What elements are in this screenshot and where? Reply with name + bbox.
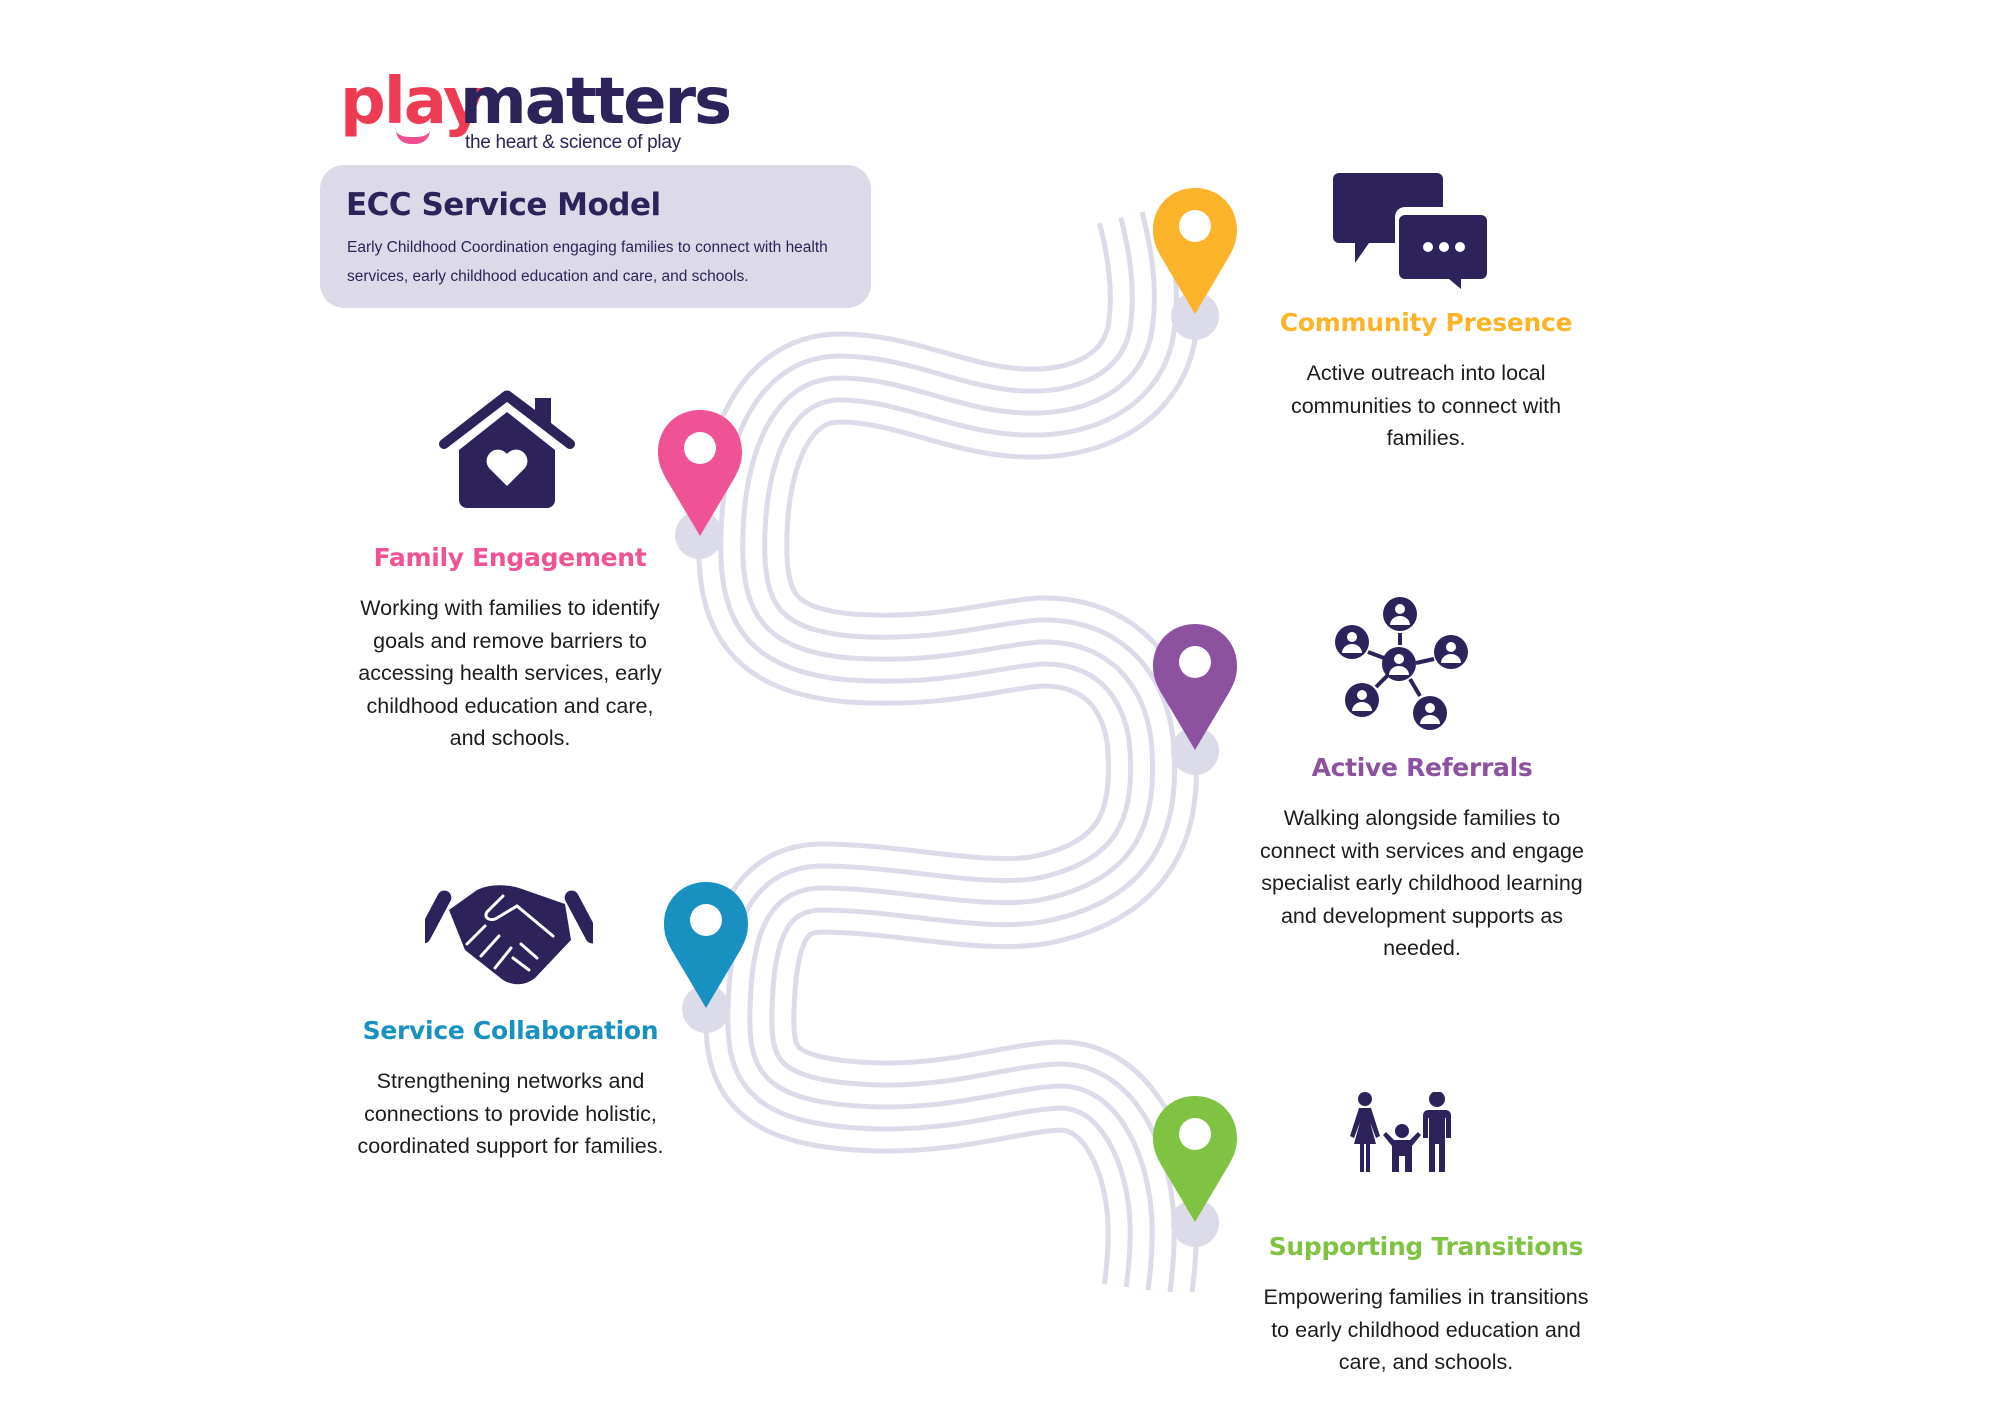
logo-tagline: the heart & science of play bbox=[465, 132, 681, 153]
step-title: Active Referrals bbox=[1311, 753, 1533, 782]
step-body: Empowering families in transitions to ea… bbox=[1226, 1281, 1626, 1379]
body-line: accessing health services, early bbox=[358, 661, 662, 685]
body-line: needed. bbox=[1383, 936, 1461, 960]
body-line: Working with families to identify bbox=[360, 596, 660, 620]
body-line: and schools. bbox=[449, 726, 571, 750]
step-supporting-transitions: Supporting Transitions Empowering famili… bbox=[1226, 1232, 1626, 1379]
location-pin-icon bbox=[1153, 1096, 1237, 1222]
pin-base-transitions bbox=[1171, 1199, 1219, 1247]
house-heart-icon bbox=[439, 390, 575, 508]
body-line: and development supports as bbox=[1280, 903, 1564, 928]
body-line: Walking alongside families to bbox=[1283, 806, 1561, 830]
step-active-referrals: Active Referrals Walking alongside famil… bbox=[1222, 753, 1622, 965]
logo-smile-icon bbox=[396, 130, 430, 144]
body-line: goals and remove barriers to bbox=[373, 628, 647, 653]
body-line: specialist early childhood learning bbox=[1261, 871, 1583, 895]
step-title: Community Presence bbox=[1279, 308, 1573, 337]
logo-word-play: play bbox=[340, 65, 485, 139]
step-title: Service Collaboration bbox=[362, 1016, 659, 1045]
location-pin-icon bbox=[664, 882, 748, 1008]
chat-bubbles-icon bbox=[1333, 173, 1487, 289]
location-pin-icon bbox=[1153, 624, 1237, 750]
body-line: communities to connect with bbox=[1290, 393, 1562, 418]
body-line: care, and schools. bbox=[1338, 1350, 1514, 1374]
page-title: ECC Service Model bbox=[346, 187, 661, 223]
logo-word-matters: matters bbox=[460, 65, 732, 139]
handshake-icon bbox=[425, 885, 593, 985]
step-body: Walking alongside families to connect wi… bbox=[1222, 802, 1622, 965]
body-line: Strengthening networks and bbox=[376, 1069, 645, 1093]
people-network-icon bbox=[1335, 597, 1468, 730]
body-line: connections to provide holistic, bbox=[364, 1101, 657, 1126]
pin-base-collaboration bbox=[682, 985, 730, 1033]
body-line: families. bbox=[1386, 426, 1466, 450]
body-line: Empowering families in transitions bbox=[1263, 1285, 1589, 1309]
step-body: Active outreach into local communities t… bbox=[1246, 357, 1606, 455]
pin-base-referrals bbox=[1171, 727, 1219, 775]
step-family-engagement: Family Engagement Working with families … bbox=[320, 543, 700, 755]
step-title: Family Engagement bbox=[373, 543, 647, 572]
body-line: connect with services and engage bbox=[1260, 838, 1584, 863]
step-title: Supporting Transitions bbox=[1268, 1232, 1584, 1261]
body-line: Active outreach into local bbox=[1306, 361, 1546, 385]
step-service-collaboration: Service Collaboration Strengthening netw… bbox=[318, 1016, 703, 1163]
location-pin-icon bbox=[658, 410, 742, 536]
location-pin-icon bbox=[1153, 188, 1237, 314]
pin-base-family bbox=[675, 511, 723, 559]
play-matters-logo: play matters the heart & science of play bbox=[340, 65, 732, 160]
body-line: childhood education and care, bbox=[366, 693, 654, 718]
body-line: coordinated support for families. bbox=[357, 1134, 664, 1158]
pin-base-community bbox=[1171, 292, 1219, 340]
page-description: Early Childhood Coordination engaging fa… bbox=[347, 239, 828, 285]
step-community-presence: Community Presence Active outreach into … bbox=[1246, 308, 1606, 455]
family-icon bbox=[1350, 1092, 1451, 1172]
body-line: to early childhood education and bbox=[1271, 1317, 1581, 1342]
step-body: Working with families to identify goals … bbox=[320, 592, 700, 755]
header-card: ECC Service Model Early Childhood Coordi… bbox=[320, 165, 871, 308]
step-body: Strengthening networks and connections t… bbox=[318, 1065, 703, 1163]
